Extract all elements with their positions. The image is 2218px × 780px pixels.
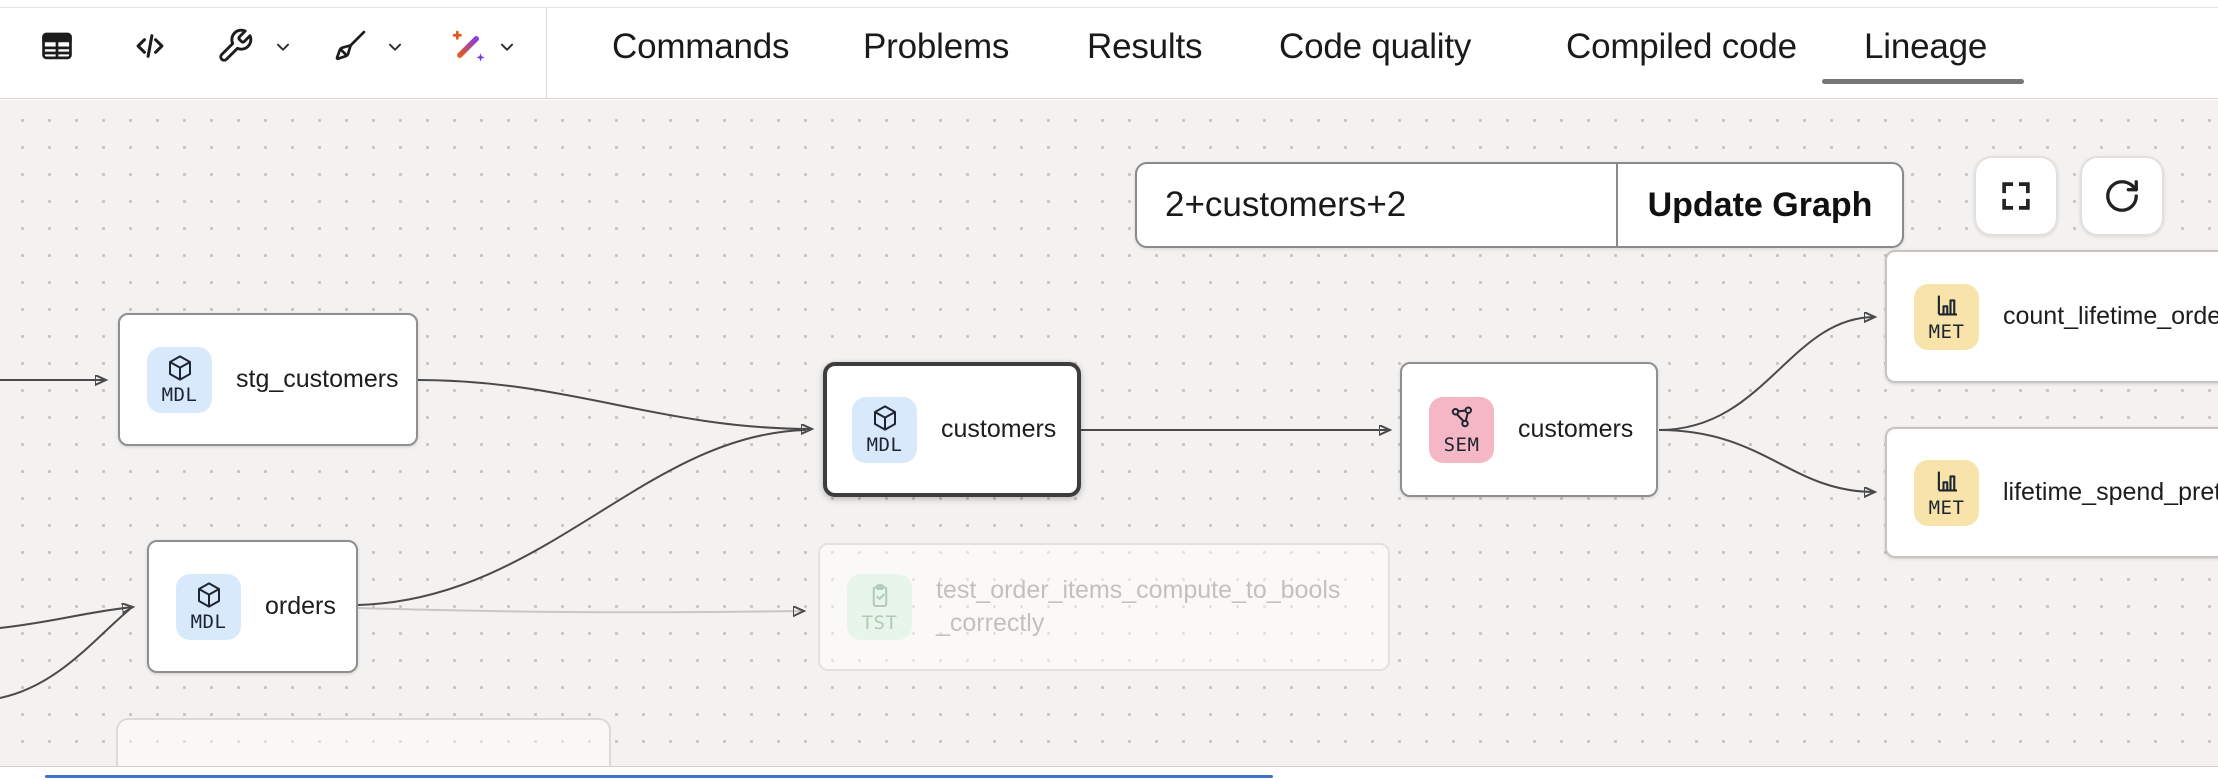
tab-problems[interactable]: Problems <box>863 27 1010 66</box>
node-count-lifetime-order-metric[interactable]: MET count_lifetime_order <box>1885 250 2218 383</box>
node-test-partial[interactable] <box>116 718 611 766</box>
test-badge: TST <box>847 574 912 640</box>
refresh-icon <box>2106 180 2138 212</box>
node-label: orders <box>265 592 336 620</box>
fit-view-button[interactable] <box>1974 156 2058 236</box>
tab-lineage[interactable]: Lineage <box>1864 27 1988 66</box>
panel-toolbar: Commands Problems Results Code quality C… <box>0 0 2218 99</box>
bar-chart-icon <box>1937 295 1957 316</box>
node-label: customers <box>941 415 1057 443</box>
node-stg-customers[interactable]: MDL stg_customers <box>118 313 418 446</box>
node-lifetime-spend-metric[interactable]: MET lifetime_spend_preta <box>1885 427 2218 558</box>
node-label: test_order_items_compute_to_bools_correc… <box>936 576 1341 637</box>
code-icon[interactable] <box>131 27 169 65</box>
node-orders[interactable]: MDL orders <box>147 540 358 673</box>
node-label: customers <box>1518 415 1634 443</box>
magic-wand-icon[interactable] <box>450 27 488 65</box>
chevron-down-icon[interactable] <box>384 36 406 58</box>
cube-icon <box>168 355 191 381</box>
node-test-order-items[interactable]: TST test_order_items_compute_to_bools_co… <box>818 543 1390 671</box>
table-icon[interactable] <box>38 27 76 65</box>
metric-badge: MET <box>1914 283 1979 350</box>
model-badge: MDL <box>176 573 241 640</box>
cube-icon <box>197 582 220 608</box>
chevron-down-icon[interactable] <box>272 36 294 58</box>
metric-badge: MET <box>1914 459 1979 526</box>
wrench-icon[interactable] <box>216 27 254 65</box>
bottom-accent-line <box>45 775 1273 778</box>
node-label: stg_customers <box>236 365 399 393</box>
node-label: lifetime_spend_preta <box>2003 478 2218 506</box>
tab-code-quality[interactable]: Code quality <box>1279 27 1472 66</box>
update-graph-button[interactable]: Update Graph <box>1618 164 1902 246</box>
model-badge: MDL <box>147 346 212 413</box>
toolbar-divider <box>546 8 547 98</box>
test-clipboard-icon <box>872 583 887 607</box>
lineage-selector-bar: Update Graph <box>1135 162 1904 248</box>
broom-icon[interactable] <box>331 27 369 65</box>
tab-compiled-code[interactable]: Compiled code <box>1566 27 1797 66</box>
cube-icon <box>873 405 896 431</box>
selector-divider <box>1616 164 1618 246</box>
active-tab-underline <box>1822 79 2024 84</box>
node-customers-model[interactable]: MDL customers <box>823 362 1081 497</box>
model-badge: MDL <box>852 396 917 463</box>
node-customers-semantic[interactable]: SEM customers <box>1400 362 1658 497</box>
refresh-button[interactable] <box>2080 156 2164 236</box>
chevron-down-icon[interactable] <box>496 36 518 58</box>
fullscreen-icon <box>2002 182 2030 210</box>
tab-results[interactable]: Results <box>1087 27 1203 66</box>
semantic-model-badge: SEM <box>1429 396 1494 463</box>
network-icon <box>1451 406 1472 428</box>
bar-chart-icon <box>1937 471 1957 492</box>
lineage-selector-input[interactable] <box>1137 164 1616 246</box>
node-label: count_lifetime_order <box>2003 302 2218 330</box>
panel-top-border <box>0 7 2218 8</box>
tab-commands[interactable]: Commands <box>612 27 790 66</box>
